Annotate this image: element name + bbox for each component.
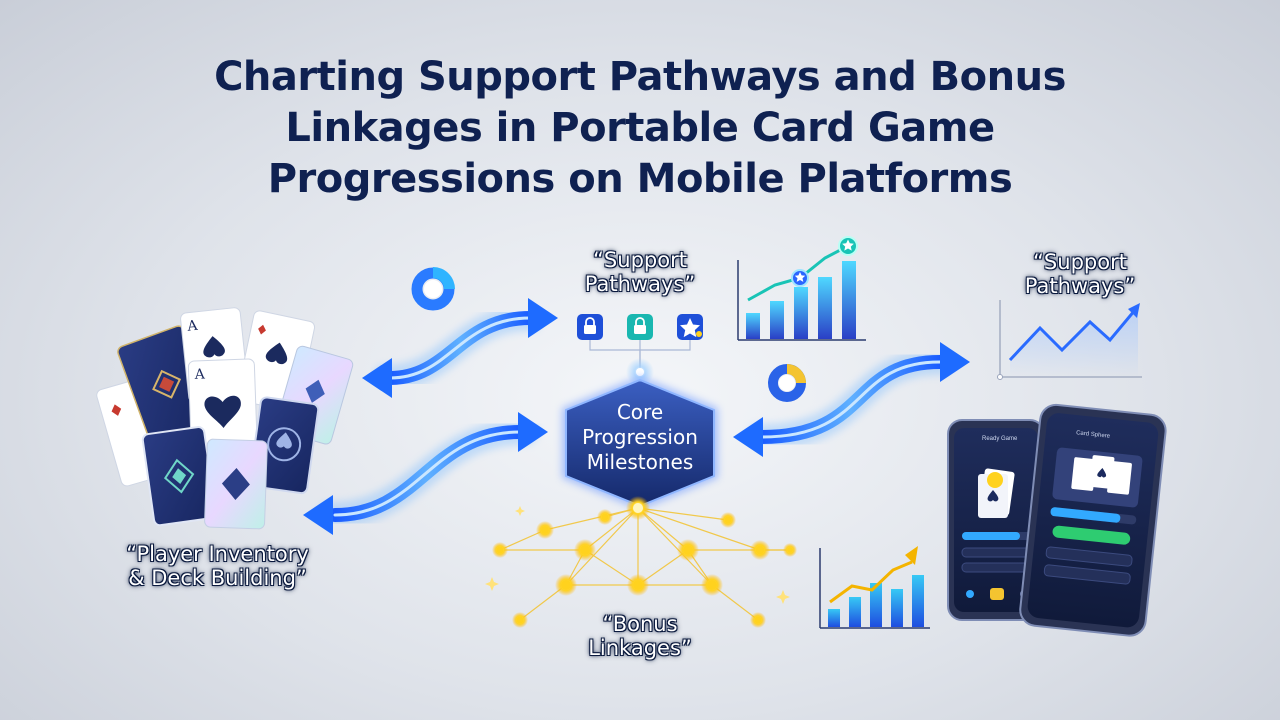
line-chart-icon [997, 300, 1142, 380]
core-hexagon [562, 376, 718, 510]
pie-chart-icon [411, 267, 455, 311]
core-progression-milestones: Core Progression Milestones [560, 400, 720, 475]
chart-bar [828, 609, 840, 627]
phone-right [1019, 403, 1167, 637]
page-title: Charting Support Pathways and Bonus Link… [120, 52, 1160, 205]
core-line: Core [616, 400, 664, 424]
title-line-2: Linkages in Portable Card Game [285, 105, 995, 151]
label-line: “Support [593, 248, 687, 272]
chart-bar [746, 313, 760, 339]
core-line: Milestones [586, 450, 694, 474]
title-line-1: Charting Support Pathways and Bonus [214, 54, 1066, 100]
chart-bar [849, 597, 861, 627]
label-line: “Bonus [602, 612, 678, 636]
label-line: & Deck Building” [128, 566, 307, 590]
phone-left-header: Ready Game [982, 436, 1018, 442]
label-bonus-linkages: “Bonus Linkages” [560, 612, 720, 660]
chart-bar [870, 583, 882, 627]
arrow-top-left [362, 298, 558, 398]
bar-chart-icon [737, 236, 866, 341]
label-line: Pathways” [1024, 274, 1136, 298]
core-line: Progression [582, 425, 698, 449]
arrow-bottom-left [303, 412, 548, 535]
chart-bar [912, 575, 924, 627]
bonus-network [485, 496, 797, 628]
lock-icon [577, 314, 603, 340]
lock-icon [627, 314, 653, 340]
star-badge-icon [677, 314, 703, 340]
label-line: “Player Inventory [126, 542, 309, 566]
chart-bar [770, 301, 784, 339]
chart-bar [818, 277, 832, 339]
label-support-pathways-top: “Support Pathways” [555, 248, 725, 296]
label-line: Linkages” [588, 636, 692, 660]
label-line: “Support [1033, 250, 1127, 274]
svg-text:A: A [193, 367, 206, 383]
arrow-right [733, 342, 970, 457]
card-fan: A A [96, 307, 354, 530]
chart-bar [794, 287, 808, 339]
title-line-3: Progressions on Mobile Platforms [267, 156, 1013, 202]
bar-chart-icon [819, 546, 930, 629]
chart-bar [891, 589, 903, 627]
svg-text:A: A [186, 318, 200, 335]
label-support-pathways-right: “Support Pathways” [995, 250, 1165, 298]
label-player-inventory: “Player Inventory & Deck Building” [100, 542, 335, 590]
label-line: Pathways” [584, 272, 696, 296]
chart-bar [842, 261, 856, 339]
pie-chart-icon [768, 364, 806, 402]
